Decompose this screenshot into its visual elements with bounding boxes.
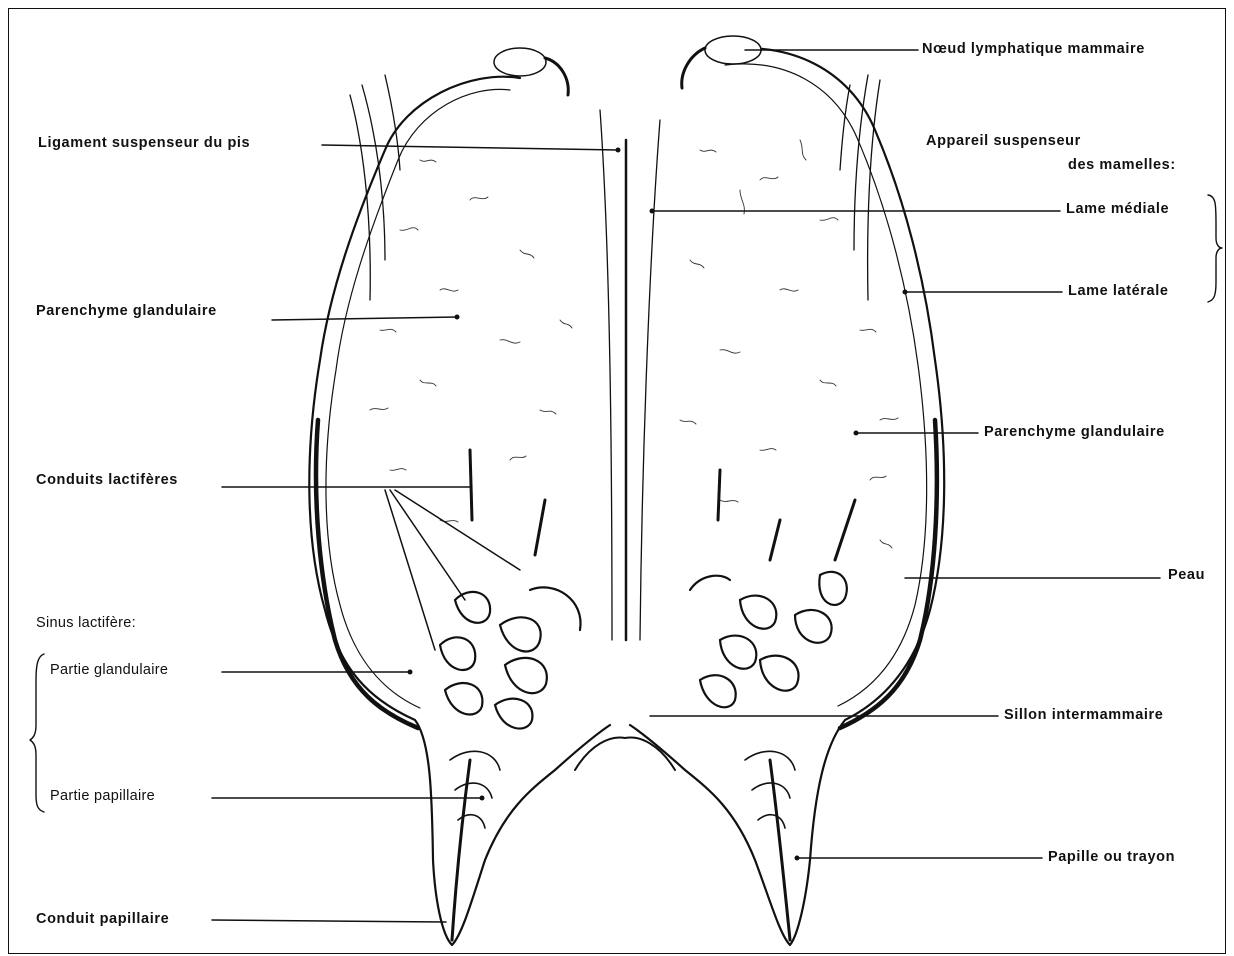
left-quarter-inner-outline <box>326 89 510 708</box>
label-medial-lamina: Lame médiale <box>1066 200 1169 218</box>
label-suspensory-apparatus-line1: Appareil suspenseur <box>926 132 1081 150</box>
right-quarter-inner-outline <box>725 64 927 706</box>
suspensory-strands <box>350 75 880 300</box>
left-papillary-folds <box>450 751 500 828</box>
duct-strokes <box>470 450 855 560</box>
brace-sinus <box>30 654 44 812</box>
lymph-node-left <box>494 48 568 95</box>
intermammary-groove-shape <box>575 737 675 770</box>
leader-duct-1 <box>390 490 465 600</box>
label-suspensory-apparatus-line2: des mamelles: <box>1068 156 1176 174</box>
leader-duct-2 <box>395 490 520 570</box>
leader-suspensory-ligament <box>322 145 618 150</box>
leader-lines <box>212 50 1160 922</box>
label-gland-part: Partie glandulaire <box>50 661 168 679</box>
leader-parenchyma-left <box>272 317 457 320</box>
left-sinus-cavities <box>440 587 581 728</box>
label-parenchyma-left: Parenchyme glandulaire <box>36 302 217 320</box>
right-sinus-cavities <box>690 572 847 707</box>
left-quarter-outline <box>309 77 610 945</box>
label-lactiferous-ducts: Conduits lactifères <box>36 471 178 489</box>
right-medial-lamina <box>640 120 660 640</box>
label-lateral-lamina: Lame latérale <box>1068 282 1169 300</box>
label-parenchyma-right: Parenchyme glandulaire <box>984 423 1165 441</box>
label-skin: Peau <box>1168 566 1205 584</box>
label-intermammary-groove: Sillon intermammaire <box>1004 706 1163 724</box>
lymph-node-right <box>682 36 761 88</box>
leader-papillary-duct <box>212 920 446 922</box>
brace-laminae <box>1208 195 1222 302</box>
leader-duct-3 <box>385 490 435 650</box>
label-papilla: Papille ou trayon <box>1048 848 1175 866</box>
label-lymph-node: Nœud lymphatique mammaire <box>922 40 1145 58</box>
right-skin-band <box>840 420 937 728</box>
label-suspensory-ligament: Ligament suspenseur du pis <box>38 134 250 152</box>
leader-dots <box>408 148 908 861</box>
left-skin-band <box>316 420 418 728</box>
label-papillary-duct: Conduit papillaire <box>36 910 169 928</box>
label-lactiferous-sinus: Sinus lactifère: <box>36 614 136 632</box>
right-quarter-outline <box>630 48 944 945</box>
label-papillary-part: Partie papillaire <box>50 787 155 805</box>
left-medial-lamina <box>600 110 612 640</box>
